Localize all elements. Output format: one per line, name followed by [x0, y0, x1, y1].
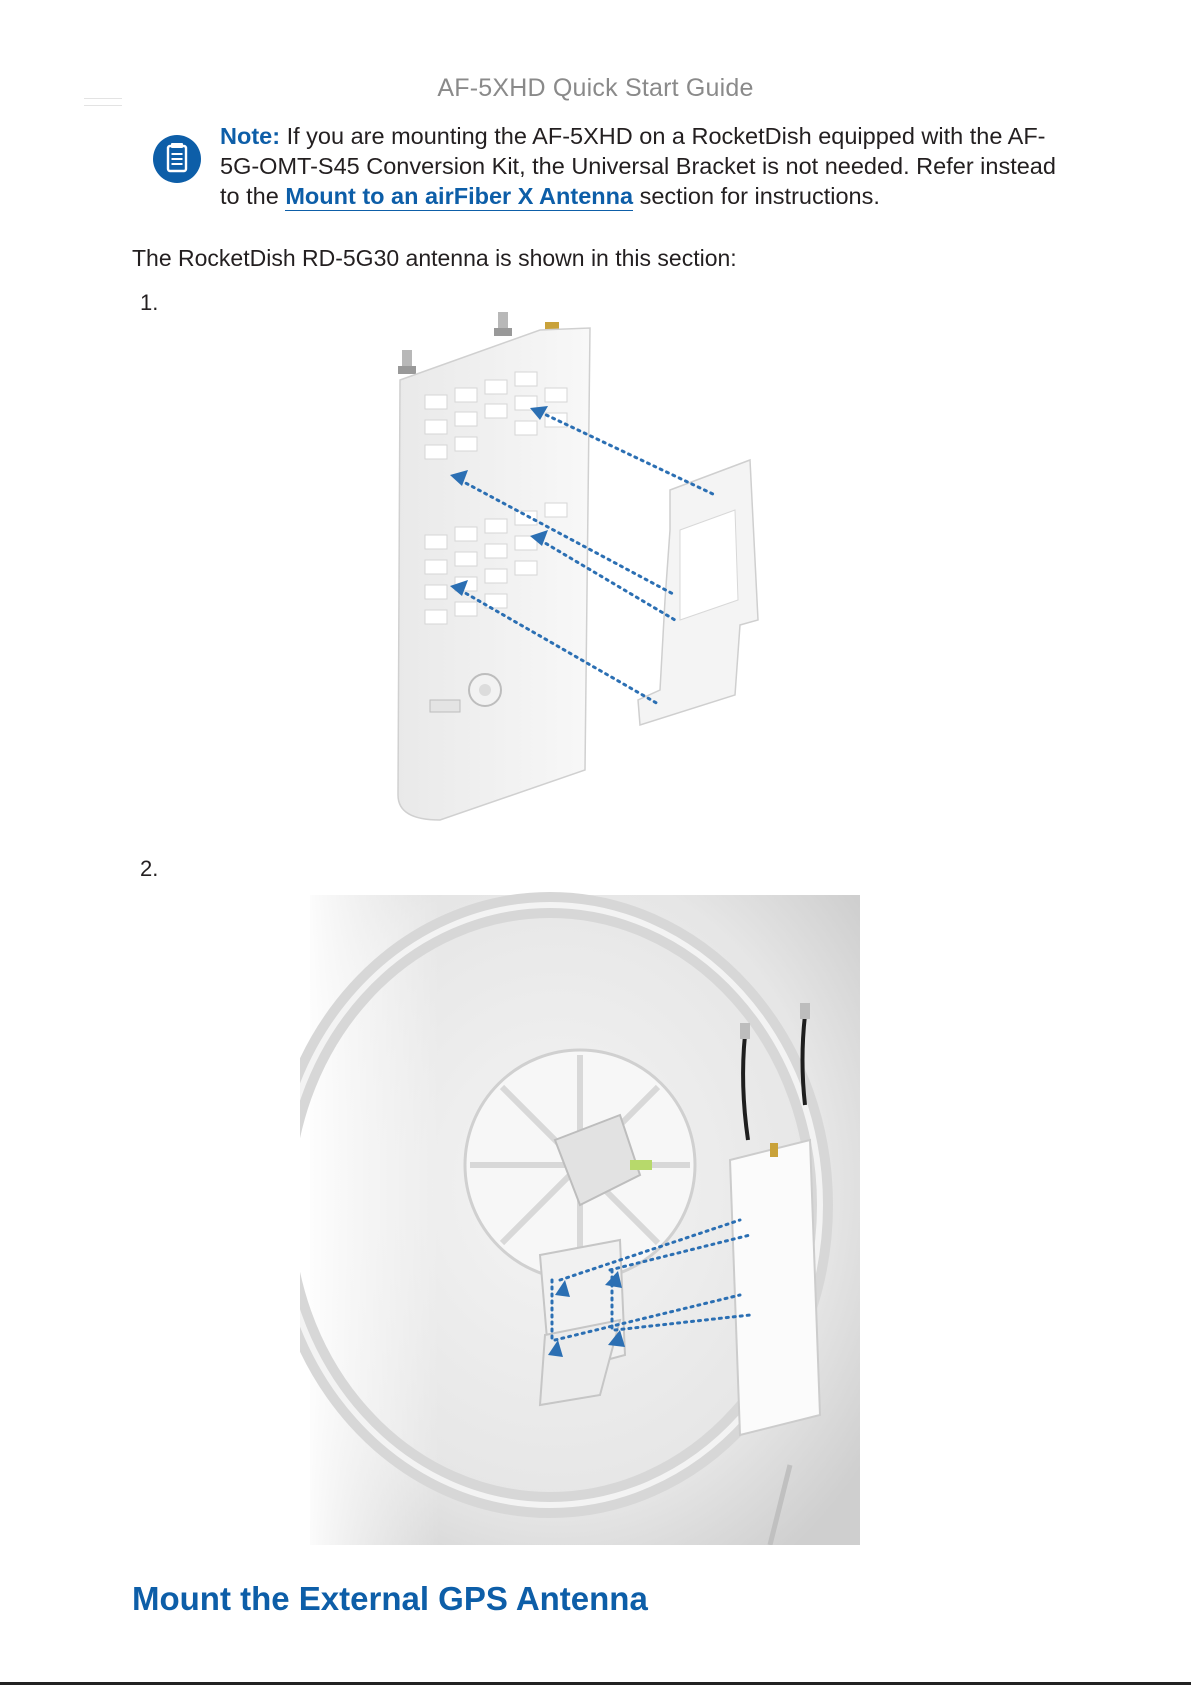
step-number-2: 2.: [140, 856, 159, 881]
intro-text: The RocketDish RD-5G30 antenna is shown …: [132, 245, 737, 271]
page-bottom-rule: [0, 1682, 1191, 1685]
note-label: Note:: [220, 123, 281, 149]
mount-airfiber-antenna-link[interactable]: Mount to an airFiber X Antenna: [285, 183, 634, 211]
rocketdish-mount-illustration: [300, 875, 860, 1545]
bracket-arrow-heads: [548, 1271, 625, 1357]
arrow-heads: [450, 406, 548, 596]
note-paragraph: Note: If you are mounting the AF-5XHD on…: [220, 121, 1070, 211]
step-number-1: 1.: [140, 290, 159, 315]
page-header-title: AF-5XHD Quick Start Guide: [437, 74, 754, 102]
note-text-before-link: If you are mounting the AF-5XHD on a Roc…: [220, 123, 1056, 209]
mounting-guide-arrows: [458, 410, 717, 707]
note-text-after-link: section for instructions.: [633, 183, 880, 209]
note-icon: [153, 135, 201, 183]
margin-mark: [84, 98, 122, 106]
section-heading: Mount the External GPS Antenna: [132, 1580, 648, 1617]
radio-bracket-illustration: [397, 312, 759, 821]
